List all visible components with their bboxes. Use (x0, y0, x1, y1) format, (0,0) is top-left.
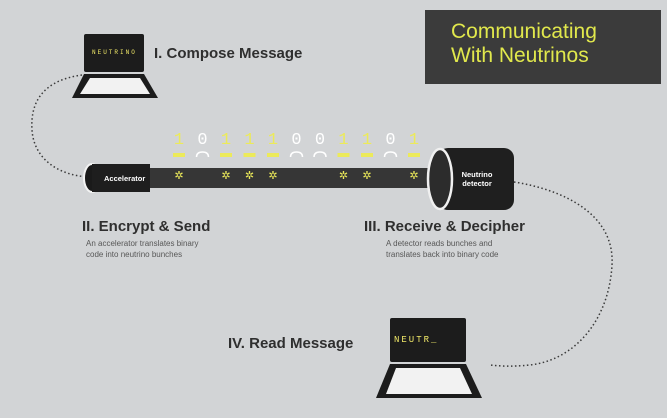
step-encrypt-heading: II. Encrypt & Send (82, 218, 211, 235)
neutrino-bunch-icon: ✲ (268, 170, 278, 182)
neutrino-bunch-icon: ✲ (244, 170, 255, 182)
step-encrypt-desc-line1: An accelerator translates binary (86, 239, 199, 248)
neutrino-bunch-icon: ✲ (338, 170, 349, 182)
bit-link-bracket (313, 151, 327, 158)
detector-label-line2: detector (462, 179, 492, 188)
accelerator-label: Accelerator (104, 174, 146, 183)
binary-bit: 1 (244, 131, 255, 150)
path-compose-to-accelerator (31, 74, 91, 178)
detector-label-line1: Neutrino (461, 170, 493, 179)
binary-bit: 1 (338, 131, 349, 150)
binary-bit: 1 (220, 131, 232, 150)
neutrino-bunch-icon: ✲ (362, 170, 372, 182)
bit-link-bar (408, 153, 420, 157)
laptop-read-screen-text: NEUTR_ (394, 335, 439, 345)
title-box: Communicating With Neutrinos (425, 10, 661, 84)
step-receive-desc-line2: translates back into binary code (386, 250, 499, 259)
bit-link-bracket (383, 151, 398, 158)
bit-link-bracket (289, 151, 304, 158)
title-line-1: Communicating (451, 20, 597, 43)
step-receive-desc-line1: A detector reads bunches and (386, 239, 493, 248)
detector-label: Neutrino detector (455, 170, 499, 188)
detector-opening (426, 147, 454, 211)
title-line-2: With Neutrinos (451, 44, 589, 67)
step-read-heading: IV. Read Message (228, 335, 354, 352)
binary-bit: 1 (267, 131, 279, 150)
neutrino-bunch-icon: ✲ (221, 170, 231, 182)
step-compose-heading: I. Compose Message (154, 45, 303, 62)
binary-bit: 0 (291, 131, 302, 150)
binary-bit: 1 (173, 131, 185, 150)
binary-bit: 0 (385, 131, 396, 150)
binary-bit: 0 (197, 131, 208, 150)
bit-link-bar (173, 153, 185, 157)
bit-link-bar (243, 153, 256, 157)
binary-bit: 0 (314, 131, 326, 150)
path-detector-to-read (489, 181, 613, 367)
bit-link-bar (337, 153, 350, 157)
bit-link-bracket (195, 151, 210, 158)
step-receive-heading: III. Receive & Decipher (364, 218, 525, 235)
laptop-read-icon (376, 318, 482, 398)
step-encrypt-desc-line2: code into neutrino bunches (86, 250, 183, 259)
bit-link-bar (267, 153, 279, 157)
binary-bit: 1 (408, 131, 420, 150)
laptop-compose-icon (72, 34, 158, 98)
neutrino-bunch-icon: ✲ (174, 170, 184, 182)
laptop-compose-screen-text: NEUTRINO (92, 49, 137, 56)
bit-link-bar (220, 153, 232, 157)
neutrino-bunch-icon: ✲ (409, 170, 419, 182)
detector-body (438, 148, 514, 210)
binary-bit: 1 (361, 131, 373, 150)
bit-link-bar (361, 153, 373, 157)
